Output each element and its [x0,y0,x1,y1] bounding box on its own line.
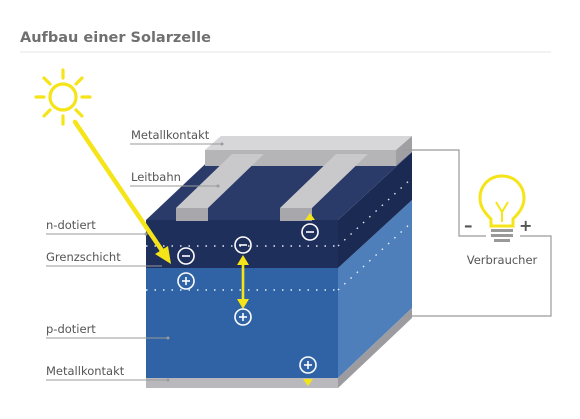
light-ray-arrow [72,119,171,264]
sun-icon [34,68,92,126]
minus-circle-icon [301,223,319,241]
electron-up-arrow [305,213,315,220]
label-n-doped: n-dotiert [46,218,96,232]
p-layer-side-face [338,200,412,378]
label-junction: Grenzschicht [46,250,121,264]
diagram-title: Aufbau einer Solarzelle [20,30,211,46]
minus-circle-icon [234,236,252,254]
circuit-wire [404,149,552,317]
plus-circle-icon [177,272,195,290]
n-layer-side-face [338,152,412,268]
bottom-metal-contact [146,378,338,388]
label-leitbahn: Leitbahn [131,170,181,184]
minus-terminal: – [464,216,473,236]
hole-down-arrow [303,379,313,386]
label-consumer: Verbraucher [467,253,538,267]
conductor-track-left [176,154,264,221]
bottom-metal-side-face [338,308,412,388]
minus-circle-icon [177,247,195,265]
light-bulb-icon [478,174,526,242]
conductor-track-right [280,154,368,221]
plus-circle-icon [299,356,317,374]
plus-terminal: + [519,216,532,235]
label-p-doped: p-dotiert [46,322,96,336]
label-metal-contact-top: Metallkontakt [131,128,210,142]
electron-path-arrow [237,255,249,309]
label-metal-contact-bottom: Metallkontakt [46,364,125,378]
plus-circle-icon [234,308,252,326]
